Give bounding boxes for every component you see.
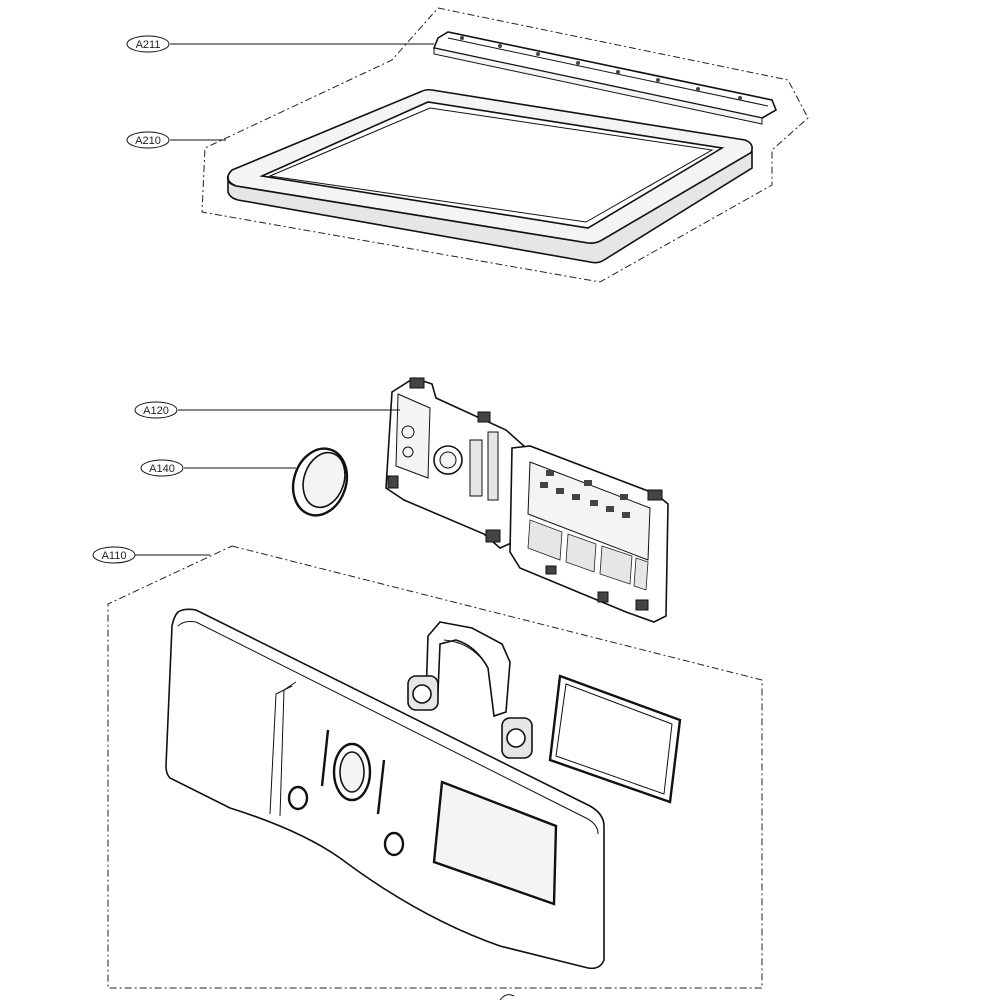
knob-cap[interactable]	[285, 442, 355, 523]
callout-label: A210	[135, 135, 161, 147]
callout-label: A211	[136, 39, 161, 51]
callout-label: A110	[102, 550, 127, 562]
page-edge-mark	[499, 994, 515, 1000]
callout-A120: A120	[134, 401, 400, 419]
callout-A110: A110	[92, 546, 210, 564]
control-panel-assembly[interactable]	[165, 608, 682, 970]
top-rail-strip[interactable]	[432, 31, 778, 125]
control-panel-boundary	[107, 545, 763, 989]
top-assembly-boundary	[201, 7, 809, 283]
control-panel-group	[107, 545, 763, 989]
callout-A140: A140	[140, 459, 296, 477]
callout-A210: A210	[126, 131, 226, 149]
callout-A211: A211	[126, 35, 434, 53]
top-glass-frame[interactable]	[226, 88, 753, 264]
display-segments	[540, 470, 630, 518]
callout-label: A120	[143, 405, 169, 417]
callout-label: A140	[149, 463, 175, 475]
control-pcb-assembly[interactable]	[385, 377, 669, 623]
top-assembly-group	[201, 7, 809, 283]
